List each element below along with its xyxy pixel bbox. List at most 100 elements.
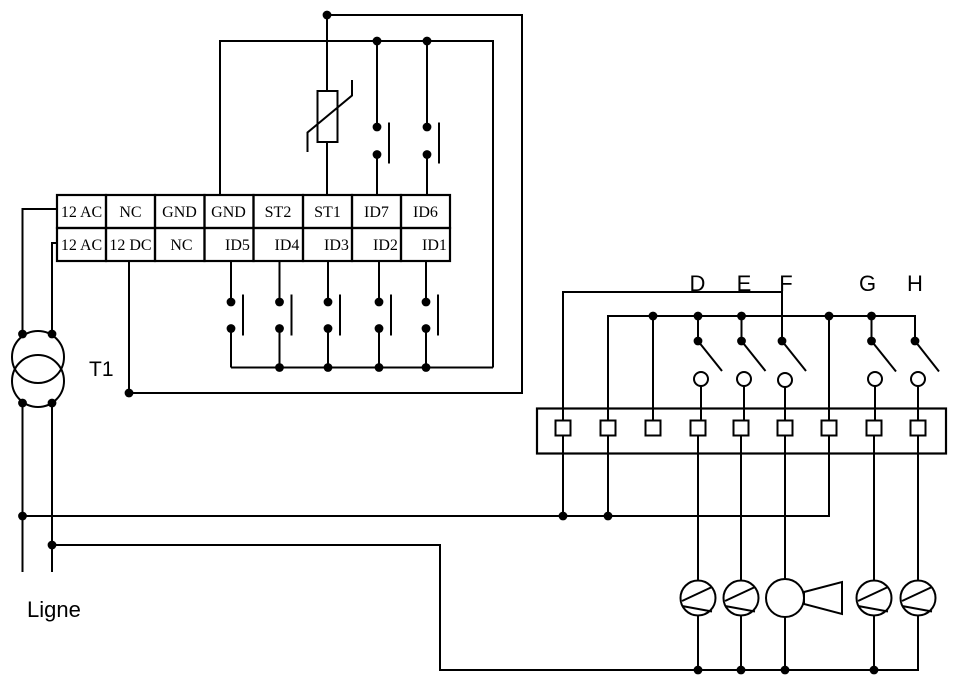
terminal-label: ID2	[373, 237, 398, 254]
wire	[128, 14, 523, 394]
junction-dot	[422, 36, 432, 46]
junction-dot	[421, 363, 431, 372]
switch-contact-icon	[226, 261, 244, 368]
lamp-icon	[679, 579, 717, 617]
strip-terminal	[689, 419, 707, 437]
transformer-icon	[11, 330, 65, 408]
switch-blade-icon	[910, 336, 940, 421]
junction-dot	[47, 540, 57, 550]
switch-contact	[910, 371, 926, 387]
wire	[219, 40, 494, 368]
switch-contact-icon	[372, 41, 390, 195]
junction-dot	[867, 311, 876, 321]
strip-terminal	[820, 419, 838, 437]
switch-contact	[693, 371, 709, 387]
varistor-stroke	[306, 80, 353, 152]
left-section-wires	[21, 14, 523, 572]
output-label-d: D	[690, 271, 706, 296]
junction-dot	[18, 511, 27, 521]
switch-blade-icon	[867, 336, 897, 421]
right-section-wires	[22, 291, 919, 671]
wire	[21, 208, 58, 334]
strip-terminal	[599, 419, 617, 437]
switch-blade-icon	[777, 336, 807, 421]
junction-dot	[18, 329, 27, 339]
switch-contact-icon	[374, 261, 392, 368]
junction-dot	[323, 363, 333, 372]
io-terminal-strip	[535, 407, 948, 455]
junction-dot	[275, 363, 284, 372]
terminal-label: ST1	[314, 204, 341, 221]
strip-terminal	[554, 419, 572, 437]
strip-terminal	[909, 419, 927, 437]
terminal-label: NC	[119, 204, 141, 221]
junction-dots	[18, 10, 879, 675]
strip-terminal	[865, 419, 883, 437]
terminal-label: ID7	[364, 204, 389, 221]
output-label-f: F	[779, 271, 792, 296]
switch-contact	[736, 371, 752, 387]
output-label-g: G	[859, 271, 876, 296]
terminal-label: GND	[162, 204, 197, 221]
junction-dot	[869, 665, 879, 675]
terminal-label: ID3	[324, 237, 349, 254]
junction-dot	[648, 311, 658, 321]
lamp-icon	[722, 579, 760, 617]
junction-dot	[18, 398, 27, 408]
junction-dot	[322, 10, 332, 20]
wire	[562, 291, 783, 421]
wire	[607, 315, 916, 421]
transformer-label: T1	[89, 358, 114, 381]
terminal-block: 12 AC NC GND GND ST2 ST1 ID7 ID6 12 AC 1…	[55, 193, 452, 263]
junction-dot	[374, 363, 384, 372]
output-label-h: H	[907, 271, 923, 296]
junction-dot	[737, 311, 746, 321]
terminal-label: 12 AC	[61, 204, 102, 221]
output-label-e: E	[737, 271, 752, 296]
switch-contact-icon	[275, 261, 293, 368]
junction-dot	[780, 665, 790, 675]
terminal-label: ID1	[422, 237, 447, 254]
switch-contact-icon	[323, 261, 341, 368]
terminal-label: 12 DC	[109, 237, 151, 254]
strip-terminal	[732, 419, 750, 437]
strip-terminal	[776, 419, 794, 437]
junction-dot	[824, 311, 834, 321]
terminal-label: ST2	[265, 204, 292, 221]
terminal-cell	[399, 226, 452, 263]
transformer-primary	[11, 330, 65, 384]
lamp-icon	[855, 579, 893, 617]
switch-blade-icon	[693, 336, 723, 421]
junction-dot	[47, 398, 57, 408]
terminal-label: ID6	[413, 204, 438, 221]
switch-contact	[867, 371, 883, 387]
junction-dot	[47, 329, 57, 339]
strip-body	[535, 407, 948, 455]
varistor-icon	[306, 80, 353, 152]
terminal-label: NC	[170, 237, 192, 254]
line-label: Ligne	[27, 597, 81, 622]
switch-blade-icon	[736, 336, 767, 421]
horn-icon	[765, 578, 843, 618]
junction-dot	[558, 511, 568, 521]
terminal-label: 12 AC	[61, 237, 102, 254]
terminal-label: ID5	[225, 237, 250, 254]
junction-dot	[124, 388, 134, 398]
strip-terminal	[644, 419, 662, 437]
junction-dot	[736, 665, 746, 675]
terminal-label: GND	[211, 204, 246, 221]
junction-dot	[372, 36, 382, 46]
transformer-secondary	[11, 354, 65, 408]
junction-dot	[693, 665, 703, 675]
junction-dot	[603, 511, 613, 521]
switch-contact-icon	[422, 41, 440, 195]
wire	[52, 544, 919, 671]
terminal-label: ID4	[275, 237, 300, 254]
wire	[51, 242, 58, 334]
junction-dot	[693, 311, 703, 321]
lamp-icon	[899, 579, 937, 617]
switch-contact	[777, 372, 793, 388]
wire	[22, 435, 830, 517]
